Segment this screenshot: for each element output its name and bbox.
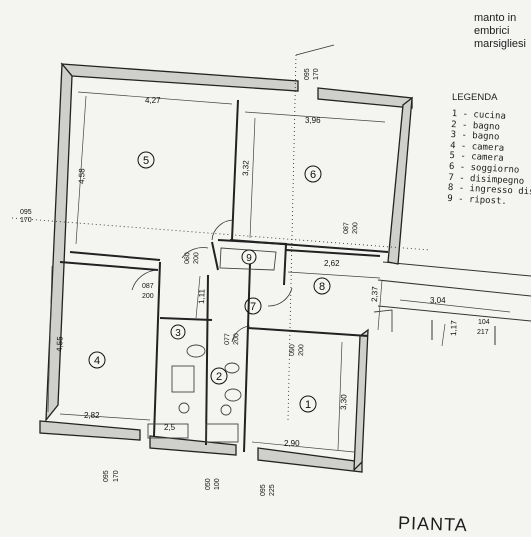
opening-b3-height: 225 <box>269 484 276 496</box>
room-2: 2 <box>216 371 222 383</box>
dim-room1-width: 2,90 <box>284 439 300 448</box>
opening-r6door-width: 087 <box>343 222 350 234</box>
roof-note-line2: embrici <box>474 25 510 37</box>
opening-labels: 095 170 095 170 087 200 060 200 087 200 … <box>20 68 490 496</box>
opening-left-width: 095 <box>20 209 32 216</box>
door-swings <box>131 219 293 343</box>
room-7: 7 <box>250 301 256 313</box>
room-1: 1 <box>305 399 311 411</box>
roof-note-line3: marsigliesi <box>474 38 526 50</box>
interior-walls <box>59 99 389 453</box>
opening-b2-width: 050 <box>205 478 212 490</box>
roof-note: manto in embrici marsigliesi <box>474 12 531 51</box>
legend: LEGENDA 1 - cucina 2 - bagno 3 - bagno 4… <box>447 92 531 206</box>
opening-r9door-height: 200 <box>193 252 200 264</box>
dimension-lines <box>47 91 511 453</box>
fixtures <box>147 247 393 443</box>
dim-room4-width: 2,82 <box>84 411 100 420</box>
room-9: 9 <box>246 253 252 264</box>
outer-walls <box>39 62 413 473</box>
room-8: 8 <box>319 281 325 293</box>
room-5: 5 <box>143 155 149 167</box>
opening-r9door-width: 060 <box>184 252 191 264</box>
dim-room5-width: 4,27 <box>145 96 161 105</box>
dim-corridor-width: 3,04 <box>430 296 446 305</box>
opening-r1door-width: 090 <box>289 344 296 356</box>
dim-bath3-width: 2,5 <box>164 423 176 432</box>
dim-room1-height: 3,30 <box>339 394 349 410</box>
opening-r7door-width: 077 <box>224 333 231 345</box>
opening-b2-height: 100 <box>214 478 221 490</box>
dim-room8-width: 2,62 <box>324 259 340 268</box>
opening-ext-width: 104 <box>478 319 490 326</box>
opening-r1door-height: 200 <box>298 344 305 356</box>
roof-note-line1: manto in <box>474 12 517 24</box>
room-3: 3 <box>175 328 181 339</box>
opening-r6door-height: 200 <box>352 222 359 234</box>
room-4: 4 <box>94 355 100 367</box>
opening-ext-height: 217 <box>477 329 489 336</box>
opening-r7door-height: 200 <box>233 333 240 345</box>
plan-title: PIANTA <box>397 512 469 536</box>
dim-room6-width: 3,96 <box>305 116 321 125</box>
dim-balcony-depth: 1,17 <box>449 320 459 336</box>
dim-room4-height: 4,55 <box>55 336 65 352</box>
dim-room5-height: 4,58 <box>77 168 87 184</box>
opening-r5door-width: 087 <box>142 283 154 290</box>
dimension-labels: 4,27 4,58 3,96 3,32 4,55 2,82 2,62 2,37 … <box>55 96 459 448</box>
opening-top-height: 170 <box>313 68 320 80</box>
room-markers: 5 6 4 8 9 7 3 2 1 <box>88 151 331 413</box>
opening-r5door-height: 200 <box>142 293 154 300</box>
balcony <box>377 261 531 345</box>
legend-list: 1 - cucina 2 - bagno 3 - bagno 4 - camer… <box>447 109 531 209</box>
opening-left-height: 170 <box>20 217 32 224</box>
dim-room8-height: 2,37 <box>370 286 380 302</box>
opening-b3-width: 095 <box>260 484 267 496</box>
dim-passage: 1,11 <box>197 288 207 304</box>
legend-title: LEGENDA <box>452 92 498 103</box>
opening-top-width: 095 <box>304 68 311 80</box>
room-6: 6 <box>310 169 316 181</box>
opening-bot-height: 170 <box>113 470 120 482</box>
dim-room6-height: 3,32 <box>241 160 251 176</box>
opening-bot-width: 095 <box>103 470 110 482</box>
